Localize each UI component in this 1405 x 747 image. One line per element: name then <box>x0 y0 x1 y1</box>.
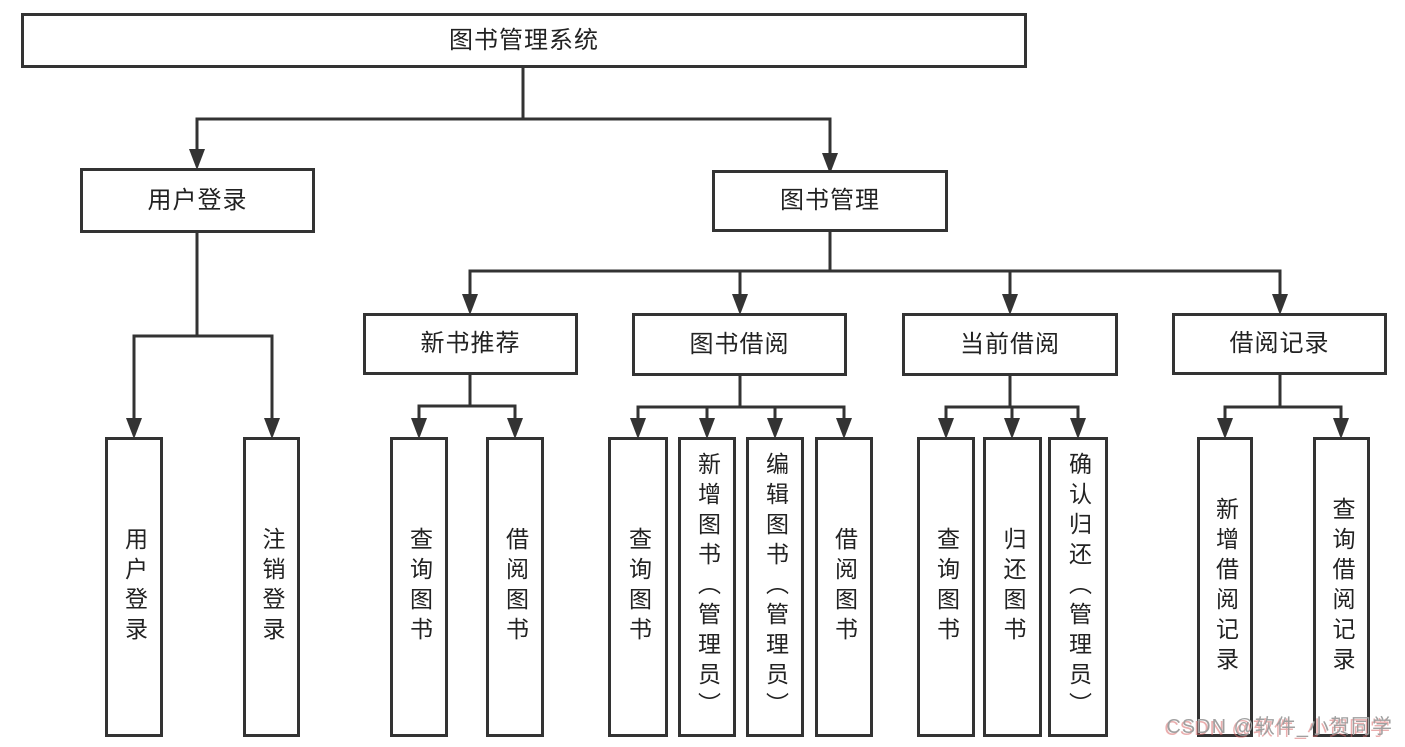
leaf-query-borrow-record: 查询借阅记录 <box>1313 437 1370 737</box>
leaf-borrow-books-recommend-label: 借阅图书 <box>502 527 529 647</box>
leaf-query-books-current: 查询图书 <box>917 437 975 737</box>
node-borrowing-records: 借阅记录 <box>1172 313 1387 375</box>
leaf-borrow-books-label: 借阅图书 <box>831 527 858 647</box>
leaf-return-books: 归还图书 <box>983 437 1042 737</box>
leaf-query-books-current-label: 查询图书 <box>933 527 960 647</box>
leaf-logout-login-label: 注销登录 <box>259 527 285 647</box>
leaf-confirm-return-admin: 确认归还（管理员） <box>1048 437 1108 737</box>
leaf-query-borrow-record-label: 查询借阅记录 <box>1329 497 1355 677</box>
leaf-edit-books-admin-label: 编辑图书（管理员） <box>762 452 789 722</box>
node-new-book-recommendation-label: 新书推荐 <box>420 330 521 357</box>
leaf-edit-books-admin: 编辑图书（管理员） <box>746 437 804 737</box>
leaf-user-login-label: 用户登录 <box>121 527 148 647</box>
leaf-add-borrow-record-label: 新增借阅记录 <box>1212 497 1239 677</box>
csdn-watermark: CSDN @软件_小贺同学 <box>1166 716 1393 738</box>
leaf-query-books-borrowing-label: 查询图书 <box>625 527 652 647</box>
leaf-user-login: 用户登录 <box>105 437 163 737</box>
node-book-management-label: 图书管理 <box>780 187 880 214</box>
leaf-add-books-admin: 新增图书（管理员） <box>678 437 736 737</box>
node-book-borrowing: 图书借阅 <box>632 313 847 376</box>
leaf-borrow-books: 借阅图书 <box>815 437 873 737</box>
node-borrowing-records-label: 借阅记录 <box>1229 330 1330 357</box>
node-library-management-system-label: 图书管理系统 <box>449 26 599 54</box>
node-library-management-system: 图书管理系统 <box>21 13 1027 68</box>
node-current-borrowing-label: 当前借阅 <box>960 330 1060 358</box>
leaf-confirm-return-admin-label: 确认归还（管理员） <box>1065 452 1092 722</box>
node-new-book-recommendation: 新书推荐 <box>363 313 578 375</box>
leaf-logout-login: 注销登录 <box>243 437 300 737</box>
leaf-return-books-label: 归还图书 <box>1000 527 1026 647</box>
leaf-add-books-admin-label: 新增图书（管理员） <box>694 452 721 722</box>
leaf-query-books-recommend-label: 查询图书 <box>406 527 433 647</box>
node-user-login: 用户登录 <box>80 168 315 233</box>
node-user-login-label: 用户登录 <box>147 186 248 214</box>
leaf-query-books-recommend: 查询图书 <box>390 437 448 737</box>
node-current-borrowing: 当前借阅 <box>902 313 1118 376</box>
node-book-management: 图书管理 <box>712 170 948 232</box>
leaf-add-borrow-record: 新增借阅记录 <box>1197 437 1253 737</box>
leaf-borrow-books-recommend: 借阅图书 <box>486 437 544 737</box>
leaf-query-books-borrowing: 查询图书 <box>608 437 668 737</box>
node-book-borrowing-label: 图书借阅 <box>689 330 790 358</box>
